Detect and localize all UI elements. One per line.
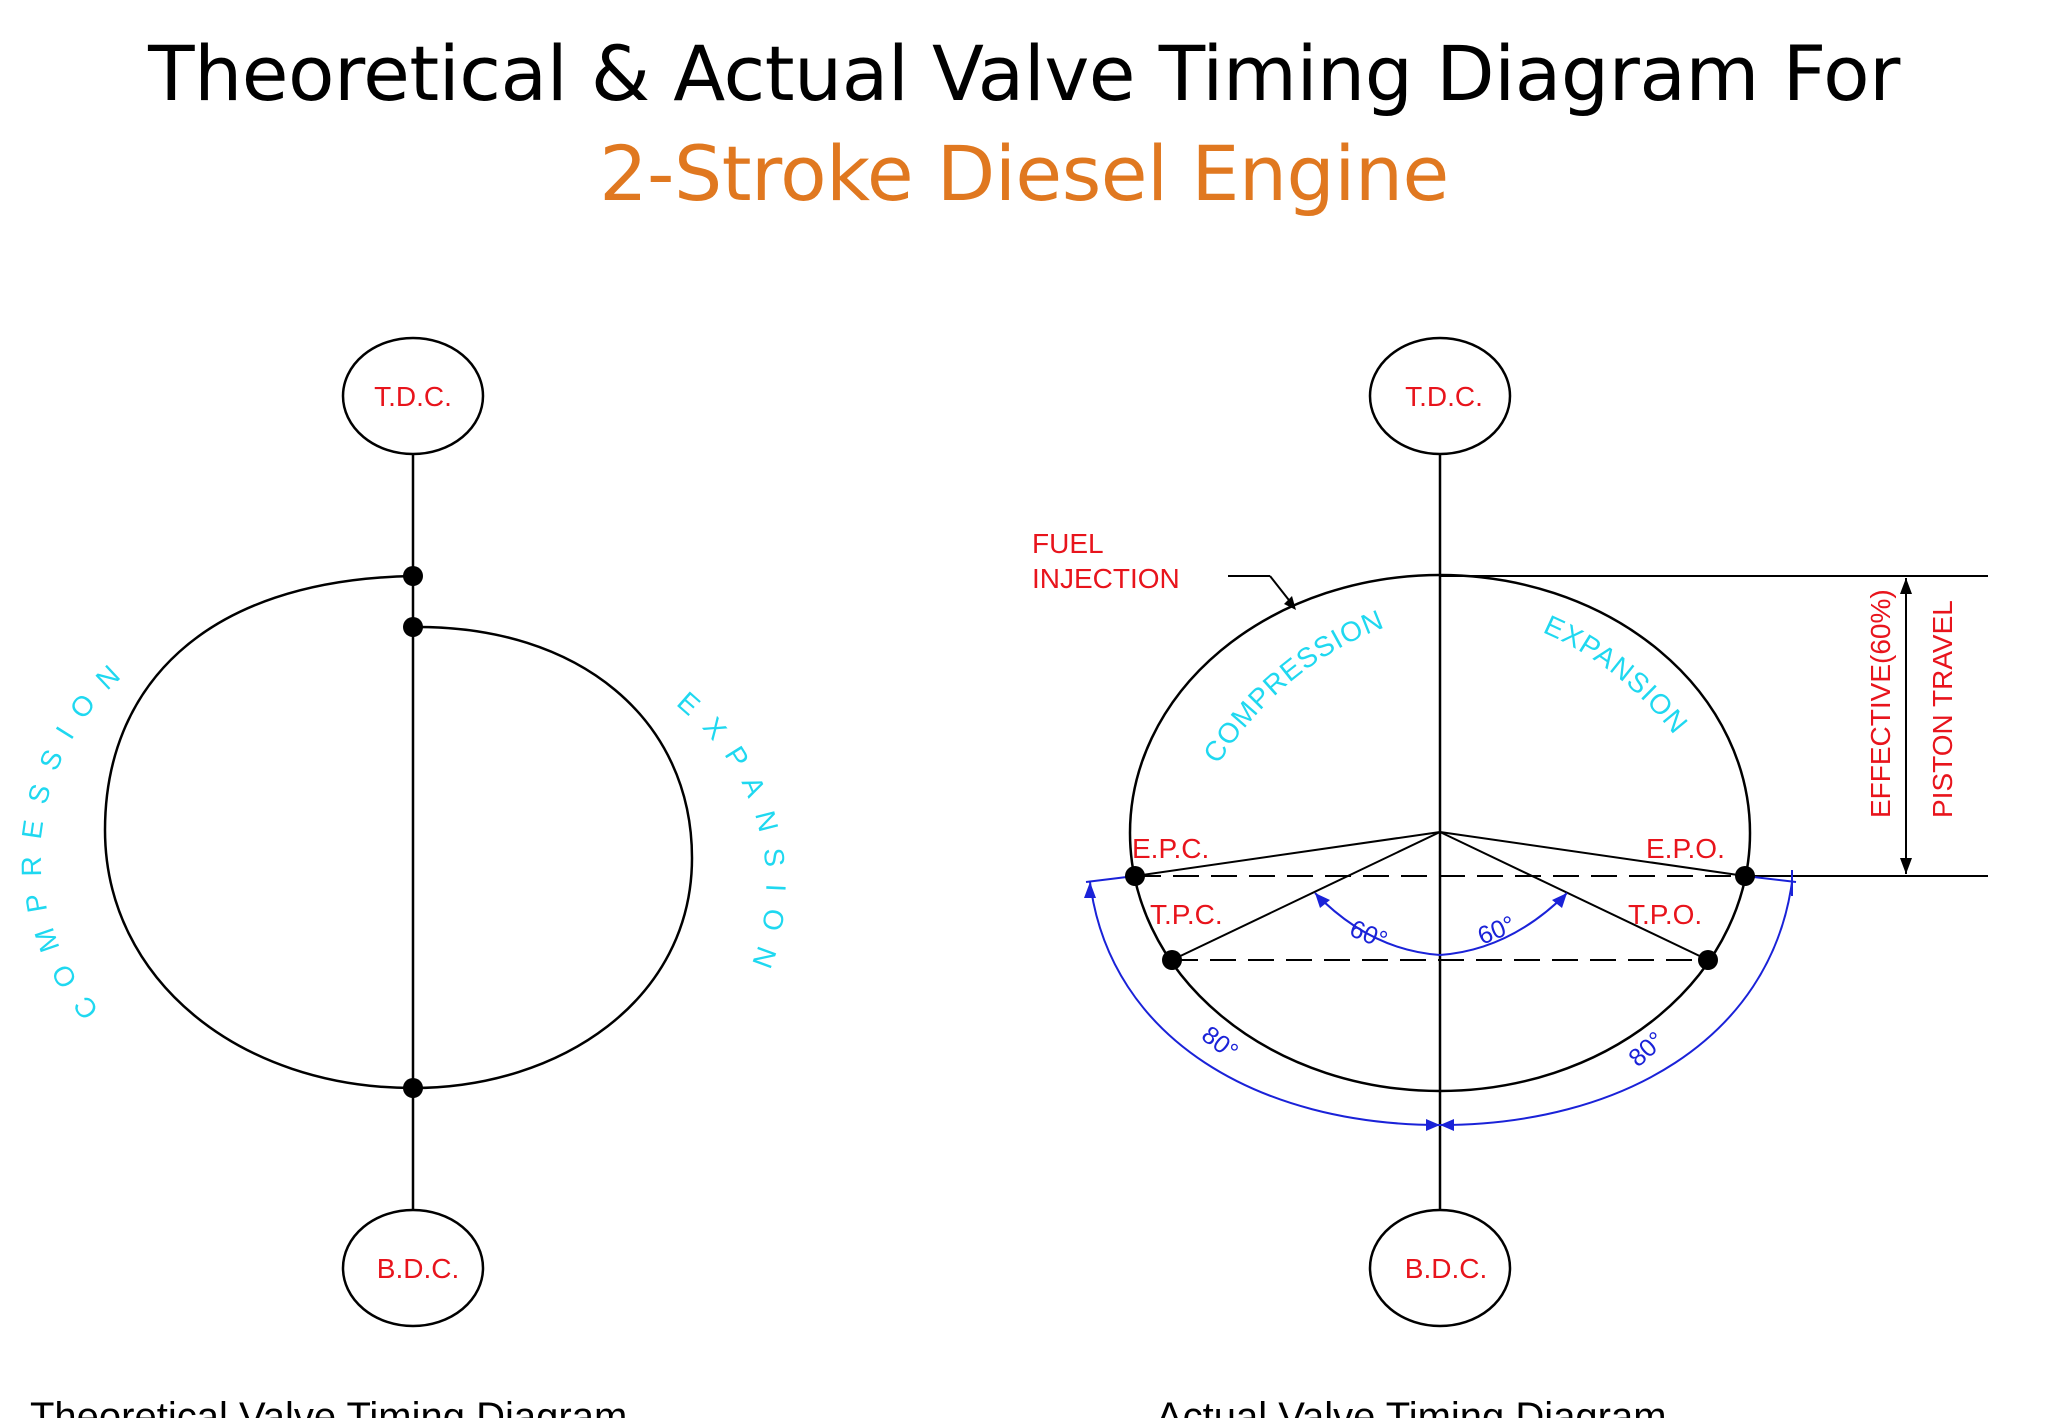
actual-bottom-80-arrow-right — [1440, 1119, 1454, 1131]
theoretical-expansion-curve — [412, 625, 694, 1090]
actual-left-80-arc — [1089, 881, 1441, 1126]
actual-epo-label: E.P.O. — [1646, 833, 1725, 864]
fuel-injection-label-line2: INJECTION — [1032, 563, 1180, 594]
effective-stroke-label: EFFECTIVE(60%) — [1865, 589, 1896, 818]
effective-stroke-arrow-bottom — [1900, 858, 1912, 874]
actual-radius-to-tpc — [1171, 831, 1441, 961]
fuel-injection-arrowhead — [1284, 596, 1296, 610]
theoretical-bdc-label: B.D.C. — [377, 1253, 459, 1284]
actual-diagram: T.D.C. B.D.C. — [1032, 336, 1988, 1418]
actual-left-60-label: 60° — [1346, 915, 1392, 955]
actual-left-60-arc — [1314, 892, 1441, 956]
page-title: Theoretical & Actual Valve Timing Diagra… — [0, 24, 2048, 224]
actual-radius-to-epc — [1134, 831, 1441, 877]
actual-compression-label: COMPRESSION — [1197, 604, 1388, 769]
actual-right-60-arc — [1439, 892, 1568, 956]
fuel-injection-leader-diagonal — [1269, 575, 1293, 605]
theoretical-diagram: T.D.C. B.D.C. COMPRESSION EXPANSION Theo… — [16, 336, 791, 1418]
piston-travel-label: PISTON TRAVEL — [1927, 600, 1958, 818]
actual-tdc-label: T.D.C. — [1405, 381, 1483, 412]
title-line-1: Theoretical & Actual Valve Timing Diagra… — [148, 29, 1900, 118]
actual-right-60-arrow — [1552, 893, 1567, 908]
actual-tpo-label: T.P.O. — [1628, 899, 1702, 930]
theoretical-bdc-point — [403, 1078, 423, 1098]
actual-left-60-arrow — [1315, 893, 1330, 908]
theoretical-expansion-label: EXPANSION — [671, 686, 791, 988]
effective-stroke-arrow-top — [1900, 578, 1912, 594]
theoretical-caption: Theoretical Valve Timing Diagram — [30, 1395, 627, 1418]
actual-caption: Actual Valve Timing Diagram — [1156, 1395, 1667, 1418]
theoretical-tdc-label: T.D.C. — [374, 381, 452, 412]
actual-epo-point — [1735, 866, 1755, 886]
theoretical-expansion-start-point — [403, 617, 423, 637]
actual-right-80-label: 80° — [1623, 1026, 1670, 1072]
actual-epc-point — [1125, 866, 1145, 886]
actual-tpc-label: T.P.C. — [1150, 899, 1223, 930]
actual-radius-to-epo — [1439, 831, 1746, 877]
actual-radius-to-tpo — [1439, 831, 1709, 961]
fuel-injection-label-line1: FUEL — [1032, 528, 1104, 559]
actual-bottom-80-arrow-left — [1426, 1119, 1440, 1131]
actual-epc-label: E.P.C. — [1132, 833, 1209, 864]
actual-right-60-label: 60° — [1474, 910, 1520, 950]
theoretical-compression-curve — [103, 574, 414, 1090]
title-line-2: 2-Stroke Diesel Engine — [599, 129, 1449, 218]
theoretical-tdc-point — [403, 566, 423, 586]
actual-right-80-arc — [1439, 881, 1793, 1126]
actual-left-80-arrow — [1084, 882, 1096, 898]
actual-bdc-label: B.D.C. — [1405, 1253, 1487, 1284]
actual-expansion-label: EXPANSION — [1540, 609, 1695, 739]
actual-tpc-point — [1162, 950, 1182, 970]
theoretical-compression-label: COMPRESSION — [16, 648, 138, 1025]
actual-tpo-point — [1698, 950, 1718, 970]
